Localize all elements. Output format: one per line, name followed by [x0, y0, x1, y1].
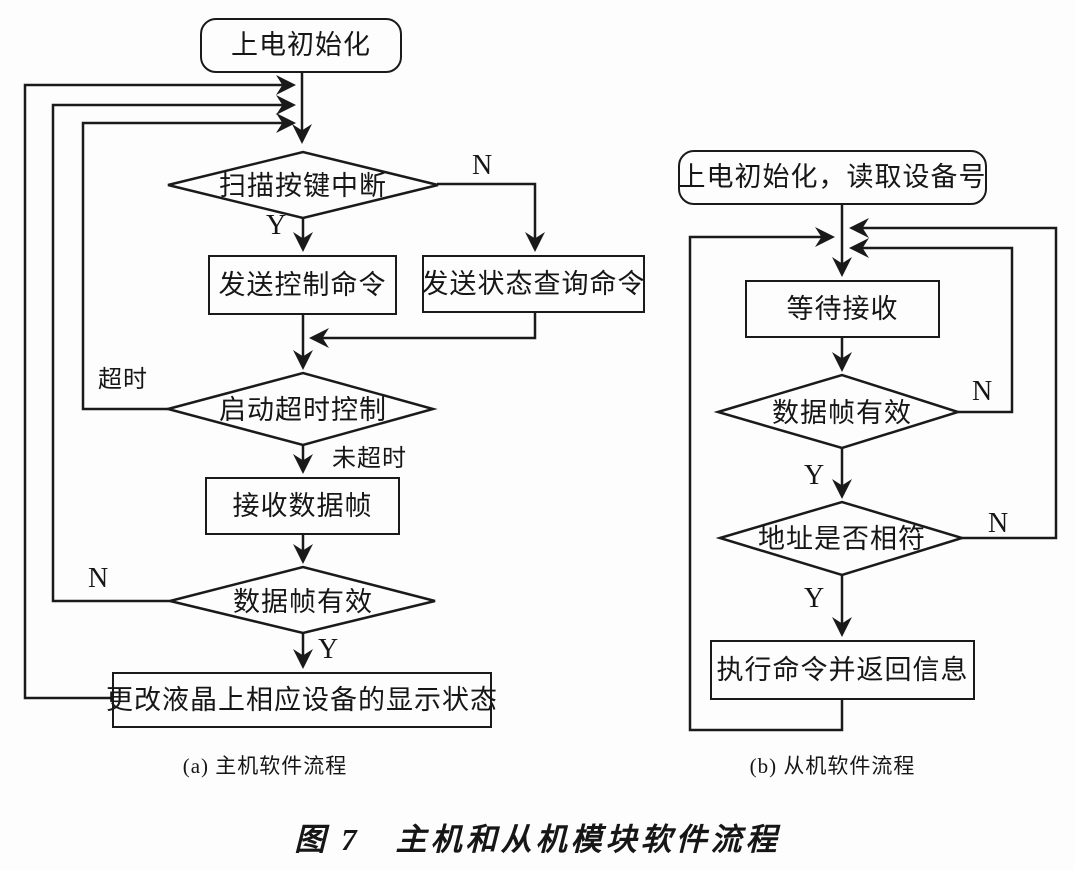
- label-b-frame-n: N: [972, 376, 993, 407]
- figure-title: 图 7 主机和从机模块软件流程: [294, 822, 781, 857]
- edge-a-framevalid-n-loop: [51, 95, 296, 603]
- label-b-addr-n: N: [988, 508, 1009, 539]
- node-a-send-ctrl: 发送控制命令: [208, 255, 397, 315]
- edge-a-sendquery-merge: [309, 313, 537, 348]
- diamond-b-frame-valid: [713, 373, 963, 450]
- edge-b-framevalid-n-loop: [849, 238, 1014, 414]
- label-a-timeout: 超时: [98, 367, 148, 393]
- edge-a-scan-n: [437, 182, 545, 252]
- node-a-send-query: 发送状态查询命令: [422, 255, 645, 313]
- caption-flow-b: (b) 从机软件流程: [749, 754, 916, 778]
- label-a-scan-y: Y: [266, 210, 287, 241]
- edge-a-updatelcd-loop: [23, 75, 296, 700]
- caption-flow-a: (a) 主机软件流程: [182, 754, 348, 778]
- node-a-recv-frame: 接收数据帧: [205, 477, 400, 535]
- diamond-b-addr-match: [715, 500, 967, 577]
- label-b-addr-y: Y: [804, 583, 825, 614]
- label-a-not-timeout: 未超时: [332, 446, 407, 472]
- label-a-frame-y: Y: [318, 634, 339, 665]
- node-b-wait-recv: 等待接收: [745, 280, 940, 338]
- node-a-update-lcd: 更改液晶上相应设备的显示状态: [106, 672, 497, 728]
- node-b-exec-return: 执行命令并返回信息: [710, 640, 975, 700]
- node-a-start: 上电初始化: [200, 18, 402, 73]
- node-b-start: 上电初始化，读取设备号: [678, 150, 987, 205]
- diamond-a-frame-valid: [169, 565, 436, 635]
- diamond-a-scan-key: [167, 150, 439, 220]
- label-a-frame-n: N: [88, 563, 109, 594]
- edge-b-exec-loop: [688, 227, 844, 732]
- edge-a-timeout-loop: [81, 113, 296, 411]
- label-b-frame-y: Y: [804, 460, 825, 491]
- edge-b-addrmatch-n-loop: [849, 218, 1058, 540]
- label-a-scan-n: N: [472, 150, 493, 181]
- diamond-a-timeout-ctrl: [163, 371, 438, 447]
